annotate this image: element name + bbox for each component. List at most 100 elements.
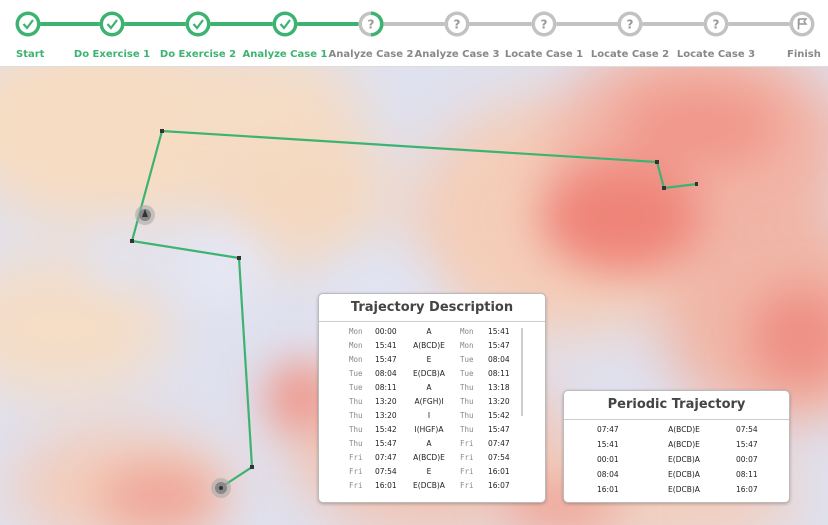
table-cell: Fri — [460, 467, 474, 476]
table-cell: 15:47 — [736, 440, 758, 449]
table-cell: 07:54 — [375, 467, 397, 476]
table-cell: Tue — [349, 369, 363, 378]
table-cell: Mon — [460, 327, 474, 336]
step-locate-case-2[interactable]: ? — [617, 11, 643, 37]
step-label[interactable]: Analyze Case 1 — [242, 49, 328, 60]
table-cell: 00:00 — [375, 327, 397, 336]
table-cell: 16:01 — [488, 467, 510, 476]
table-cell: Thu — [349, 397, 363, 406]
step-label[interactable]: Locate Case 2 — [590, 49, 670, 60]
table-cell: E(DCB)A — [413, 481, 445, 490]
table-row: Tue 08:11 A Thu 13:18 — [319, 383, 529, 397]
svg-text:?: ? — [627, 18, 634, 32]
step-analyze-case-2[interactable]: ? — [358, 11, 384, 37]
step-label[interactable]: Start — [16, 49, 45, 60]
step-do-exercise-2[interactable] — [185, 11, 211, 37]
table-row: 15:41 A(BCD)E 15:47 — [564, 440, 789, 455]
svg-text:?: ? — [541, 18, 548, 32]
table-cell: 15:41 — [597, 440, 619, 449]
step-label[interactable]: Do Exercise 2 — [159, 49, 237, 60]
table-cell: 13:20 — [375, 397, 397, 406]
table-cell: E(DCB)A — [668, 485, 700, 494]
table-cell: Mon — [349, 327, 363, 336]
step-locate-case-3[interactable]: ? — [703, 11, 729, 37]
table-cell: 15:47 — [375, 439, 397, 448]
table-cell: A — [426, 383, 432, 392]
table-cell: Thu — [349, 411, 363, 420]
table-cell: I — [427, 411, 431, 420]
table-cell: Fri — [460, 481, 474, 490]
location-pin-icon[interactable] — [211, 478, 231, 498]
table-cell: 15:47 — [375, 355, 397, 364]
table-cell: 15:41 — [488, 327, 510, 336]
step-label[interactable]: Finish — [787, 49, 821, 60]
table-cell: Fri — [460, 453, 474, 462]
periodic-trajectory-title: Periodic Trajectory — [564, 391, 789, 420]
table-cell: 13:20 — [375, 411, 397, 420]
trajectory-layer — [130, 129, 698, 498]
table-cell: 13:20 — [488, 397, 510, 406]
table-cell: Thu — [349, 425, 363, 434]
question-icon: ? — [627, 18, 634, 32]
table-cell: 16:01 — [375, 481, 397, 490]
table-cell: Tue — [349, 383, 363, 392]
table-cell: 15:47 — [488, 425, 510, 434]
step-locate-case-1[interactable]: ? — [531, 11, 557, 37]
location-pin-icon[interactable] — [135, 205, 155, 225]
trajectory-description-title: Trajectory Description — [319, 294, 545, 322]
table-cell: Fri — [349, 467, 363, 476]
check-icon — [106, 19, 118, 30]
step-start[interactable] — [15, 11, 41, 37]
table-cell: 07:54 — [488, 453, 510, 462]
step-label[interactable]: Analyze Case 3 — [414, 49, 500, 60]
table-cell: 15:41 — [375, 341, 397, 350]
table-cell: 00:01 — [597, 455, 619, 464]
step-label[interactable]: Do Exercise 1 — [73, 49, 151, 60]
svg-text:?: ? — [368, 18, 375, 32]
check-icon — [22, 19, 34, 30]
svg-text:?: ? — [713, 18, 720, 32]
table-cell: E(DCB)A — [668, 470, 700, 479]
step-label[interactable]: Analyze Case 2 — [328, 49, 414, 60]
question-icon: ? — [454, 18, 461, 32]
table-cell: A(BCD)E — [413, 453, 445, 462]
table-cell: Thu — [460, 397, 474, 406]
step-analyze-case-1[interactable] — [272, 11, 298, 37]
check-icon — [279, 19, 291, 30]
table-cell: Tue — [460, 355, 474, 364]
table-cell: A(BCD)E — [668, 440, 700, 449]
step-do-exercise-1[interactable] — [99, 11, 125, 37]
table-cell: 15:42 — [488, 411, 510, 420]
table-cell: I(HGF)A — [414, 425, 444, 434]
table-cell: 13:18 — [488, 383, 510, 392]
step-label[interactable]: Locate Case 1 — [504, 49, 584, 60]
question-icon: ? — [368, 18, 375, 32]
table-cell: 16:07 — [488, 481, 510, 490]
table-cell: 15:42 — [375, 425, 397, 434]
table-cell: Thu — [460, 383, 474, 392]
table-cell: Fri — [349, 453, 363, 462]
table-row: Thu 13:20 I Thu 15:42 — [319, 411, 529, 425]
table-cell: Thu — [460, 411, 474, 420]
table-cell: E(DCB)A — [413, 369, 445, 378]
step-finish[interactable] — [789, 11, 815, 37]
step-analyze-case-3[interactable]: ? — [444, 11, 470, 37]
table-cell: 07:47 — [597, 425, 619, 434]
step-label[interactable]: Locate Case 3 — [676, 49, 756, 60]
table-cell: Thu — [349, 439, 363, 448]
scrollbar[interactable] — [521, 328, 523, 416]
table-cell: 15:47 — [488, 341, 510, 350]
progress-stepper: ????? Start Do Exercise 1 Do Exercise 2 Ana… — [0, 0, 828, 67]
table-cell: 08:11 — [375, 383, 397, 392]
